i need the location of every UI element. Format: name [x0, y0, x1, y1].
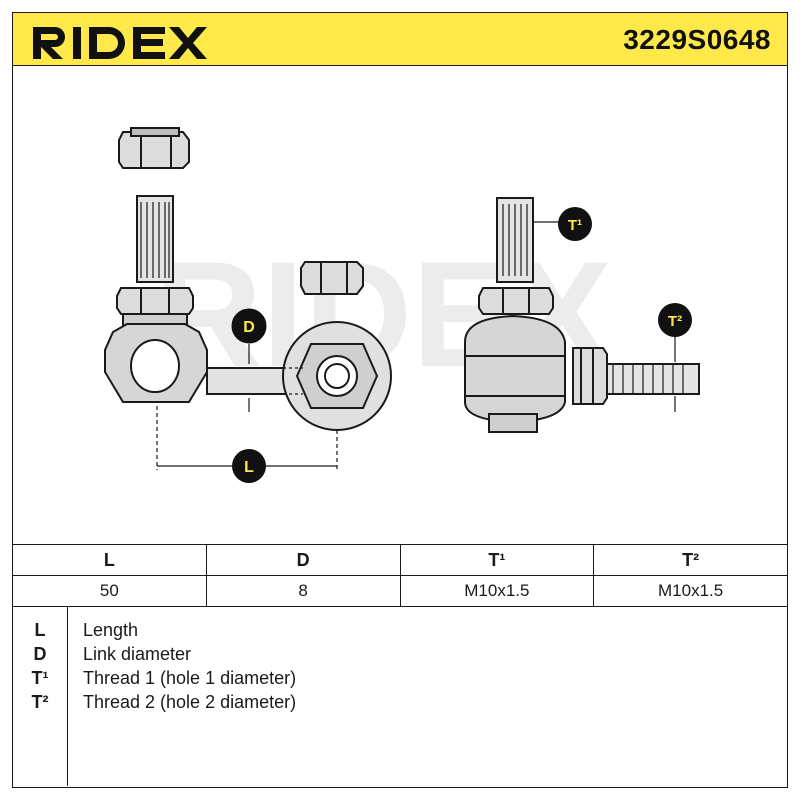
spec-value-t2: M10x1.5: [593, 575, 788, 607]
legend-description: Link diameter: [83, 644, 192, 664]
callout-d-label: D: [243, 319, 255, 336]
callout-l-label: L: [244, 459, 254, 476]
stabilizer-link-front-view: [104, 127, 392, 431]
spec-header-t1: T¹: [399, 544, 595, 576]
legend-symbol: T¹: [31, 668, 49, 688]
spec-value-d: 8: [205, 575, 401, 607]
spec-header-t2: T²: [593, 544, 788, 576]
callout-l: L: [232, 449, 266, 483]
legend-symbol: T²: [31, 692, 49, 712]
legend: L Length D Link diameter T¹ Thread 1 (ho…: [12, 606, 788, 788]
callout-d: D: [231, 308, 267, 344]
legend-item: T¹ Thread 1 (hole 1 diameter): [13, 668, 787, 692]
spec-table-value-row: 50 8 M10x1.5 M10x1.5: [12, 575, 788, 607]
spec-header-l: L: [12, 544, 207, 576]
legend-description: Thread 2 (hole 2 diameter): [83, 692, 297, 712]
part-number: 3229S0648: [623, 24, 771, 55]
legend-symbol: D: [33, 644, 47, 664]
legend-item: T² Thread 2 (hole 2 diameter): [13, 692, 787, 716]
legend-item: D Link diameter: [13, 644, 787, 668]
callout-t2: T²: [658, 303, 692, 337]
drawing-canvas: RIDEX: [104, 127, 700, 483]
callout-t2-label: T²: [668, 313, 682, 330]
ridex-logo: [33, 27, 207, 59]
stabilizer-link-side-view: [464, 197, 700, 433]
legend-divider: [67, 606, 68, 786]
legend-symbol: L: [34, 620, 46, 640]
callout-t1-label: T¹: [568, 217, 582, 234]
legend-item: L Length: [13, 620, 787, 644]
dimension-d: [241, 344, 303, 412]
spec-table: L D T¹ T² 50 8 M10x1.5 M10x1.5: [12, 544, 788, 607]
small-nut: [300, 261, 364, 295]
legend-description: Thread 1 (hole 1 diameter): [83, 668, 297, 688]
callout-t1: T¹: [558, 207, 592, 241]
spec-header-d: D: [205, 544, 401, 576]
technical-drawing: RIDEX: [12, 66, 788, 544]
spec-table-header-row: L D T¹ T²: [12, 544, 788, 576]
legend-description: Length: [83, 620, 139, 640]
header-bar: 3229S0648: [12, 12, 788, 66]
spec-value-l: 50: [12, 575, 207, 607]
spec-value-t1: M10x1.5: [399, 575, 595, 607]
